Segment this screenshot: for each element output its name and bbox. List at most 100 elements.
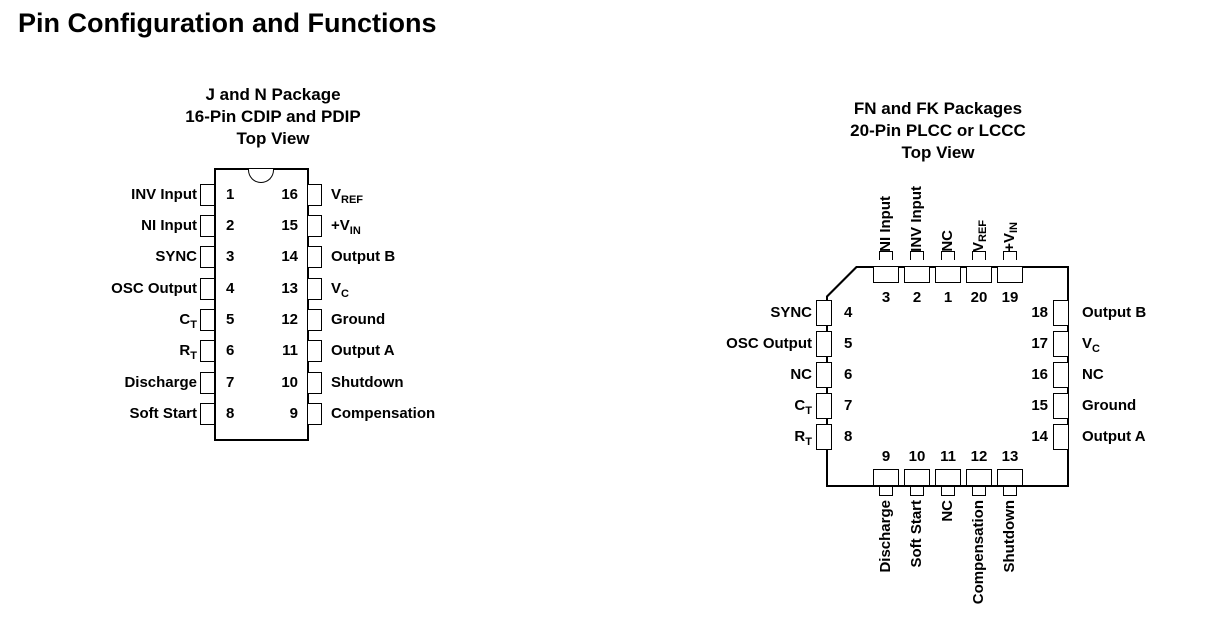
pin-label: Ground [1082,397,1137,414]
pin-number: 9 [289,405,298,422]
pin-label: NI Input [141,217,197,234]
pin-box [1053,331,1069,357]
pin-number: 19 [1001,289,1019,306]
pin-label: INV Input [908,186,925,252]
pin-number: 12 [970,448,988,465]
pin-box [200,372,215,394]
pin-box [307,340,322,362]
pin-box [904,469,930,486]
pin-box [307,184,322,206]
pin-box [200,246,215,268]
pin-number: 3 [226,248,235,265]
pin-label: VREF [331,186,364,206]
pin-label: CT [794,397,812,417]
pin-box [307,372,322,394]
pin-box [873,469,899,486]
pin-box [307,215,322,237]
pin-label: Compensation [970,500,987,605]
pin-number: 7 [844,397,853,414]
pin-lead [972,487,986,496]
dip-heading-line-1: J and N Package [205,85,341,104]
pin-box [966,266,992,283]
pin-number: 4 [226,280,235,297]
pin-number: 8 [226,405,235,422]
pin-number: 10 [908,448,926,465]
pin-label: VREF [970,219,989,252]
dip-heading-line-3: Top View [236,129,310,148]
pin-box [307,309,322,331]
plcc-heading-line-1: FN and FK Packages [853,99,1023,118]
pin-label: +VIN [331,217,361,237]
pin-number: 18 [1031,304,1048,321]
pin-box [1053,393,1069,419]
pin-number: 6 [226,342,235,359]
pin-label: INV Input [131,186,197,203]
pin-box [816,424,832,450]
pin-lead [879,487,893,496]
dip-heading: J and N Package 16-Pin CDIP and PDIP Top… [148,84,398,150]
plcc-package-inner [828,268,1067,485]
pin-box [200,215,215,237]
pin-number: 8 [844,428,853,445]
plcc-heading-line-3: Top View [901,143,975,162]
pin-number: 7 [226,374,235,391]
pin-label: Shutdown [1001,500,1018,573]
pin-lead [972,251,986,260]
pin-number: 9 [881,448,891,465]
pin-lead [910,487,924,496]
pin-number: 3 [881,289,891,306]
pin-number: 16 [281,186,298,203]
pin-number: 17 [1031,335,1048,352]
pin-box [935,266,961,283]
pin-number: 2 [912,289,922,306]
pin-number: 10 [281,374,298,391]
pin-label: Compensation [331,405,436,422]
pin-box [816,393,832,419]
pin-box [200,309,215,331]
pin-number: 13 [1001,448,1019,465]
pin-lead [1003,487,1017,496]
pin-box [200,403,215,425]
pin-number: 14 [1031,428,1048,445]
pin-number: 13 [281,280,298,297]
pin-label: Soft Start [908,500,925,568]
pin-lead [1003,251,1017,260]
pin-number: 1 [943,289,953,306]
pin-number: 14 [281,248,298,265]
pin-box [816,331,832,357]
pin-label: Discharge [877,500,894,573]
pin-label: NI Input [877,196,894,252]
pin-number: 4 [844,304,853,321]
pin-label: +VIN [1001,222,1020,252]
plcc-heading-line-2: 20-Pin PLCC or LCCC [850,121,1026,140]
pin-label: NC [790,366,812,383]
pin-number: 15 [281,217,298,234]
pin-label: Soft Start [129,405,198,422]
pin-label: NC [1082,366,1104,383]
pin-label: CT [179,311,197,331]
pin-label: OSC Output [111,280,197,297]
pin-label: Output A [1082,428,1146,445]
pin-lead [941,251,955,260]
pin-box [816,300,832,326]
pin-box [873,266,899,283]
pin-box [997,469,1023,486]
pin-box [966,469,992,486]
pin-box [1053,300,1069,326]
pin-box [935,469,961,486]
pin-number: 11 [282,342,298,359]
pin-label: Output B [331,248,396,265]
plcc-package-body [826,266,1069,487]
pin-number: 5 [226,311,235,328]
pin-number: 5 [844,335,853,352]
pin-label: Discharge [124,374,197,391]
pin-box [307,403,322,425]
pin-box [904,266,930,283]
pin-lead [910,251,924,260]
pin-box [1053,424,1069,450]
pin-box [997,266,1023,283]
pin-label: RT [179,342,197,362]
pin-label: Ground [331,311,386,328]
pin-label: OSC Output [726,335,812,352]
